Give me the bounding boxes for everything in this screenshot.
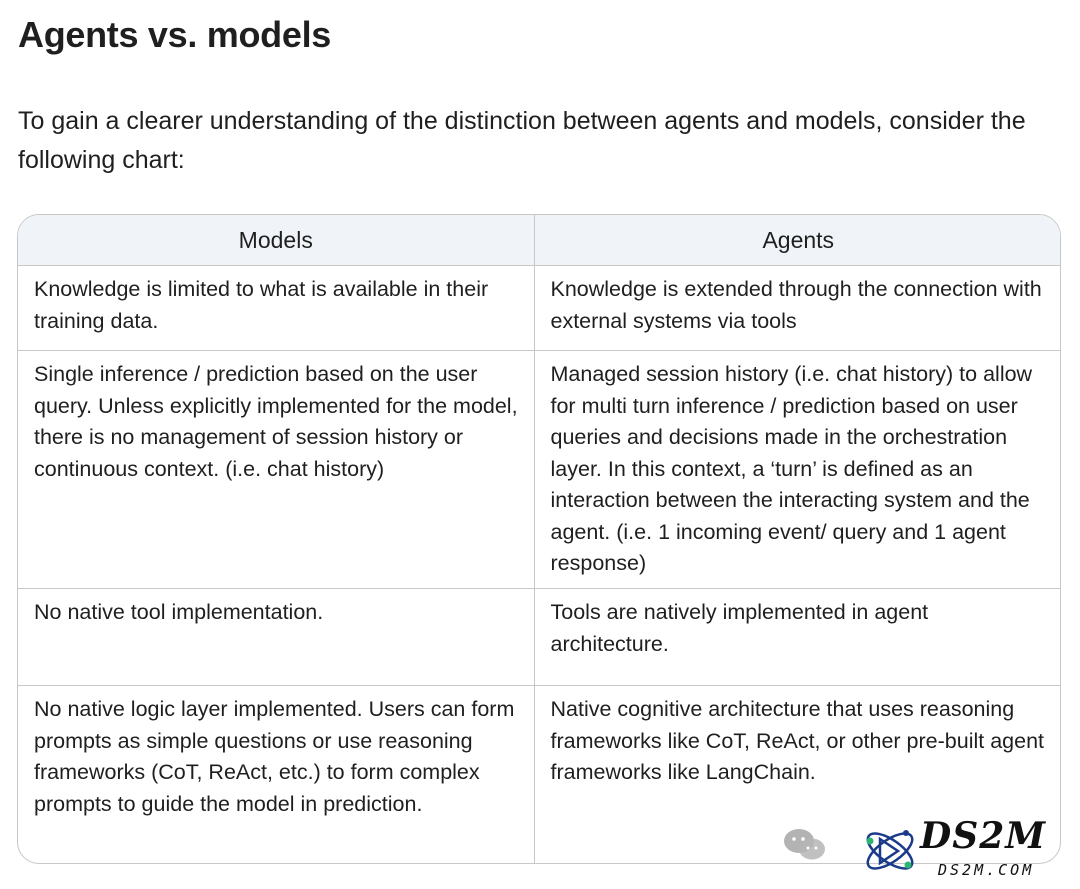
wechat-icon: [784, 829, 825, 860]
agents-cell: Knowledge is extended through the connec…: [533, 265, 1060, 351]
intro-paragraph: To gain a clearer understanding of the d…: [18, 107, 1026, 174]
agents-cell: Managed session history (i.e. chat histo…: [533, 350, 1060, 589]
comparison-table: Models Agents Knowledge is limited to wh…: [17, 214, 1061, 864]
models-cell: Knowledge is limited to what is availabl…: [18, 265, 534, 351]
models-cell: Single inference / prediction based on t…: [18, 350, 534, 589]
watermark-url: DS2M.COM: [938, 861, 1035, 879]
agents-cell: Native cognitive architecture that uses …: [533, 685, 1060, 863]
column-header-models: Models: [18, 215, 534, 266]
table-row: No native tool implementation. Tools are…: [18, 588, 1060, 686]
page-title: Agents vs. models: [18, 14, 331, 55]
table-row: No native logic layer implemented. Users…: [18, 685, 1060, 863]
table-header-row: Models Agents: [18, 215, 1060, 266]
table-row: Single inference / prediction based on t…: [18, 350, 1060, 589]
table-row: Knowledge is limited to what is availabl…: [18, 265, 1060, 351]
column-header-agents: Agents: [533, 215, 1060, 266]
watermark-brand: DS2M: [920, 815, 1047, 857]
models-cell: No native tool implementation.: [18, 588, 534, 686]
watermark: DS2M DS2M.COM: [780, 815, 1070, 887]
agents-cell: Tools are natively implemented in agent …: [533, 588, 1060, 686]
models-cell: No native logic layer implemented. Users…: [34, 697, 515, 816]
atom-logo-icon: [866, 830, 914, 870]
